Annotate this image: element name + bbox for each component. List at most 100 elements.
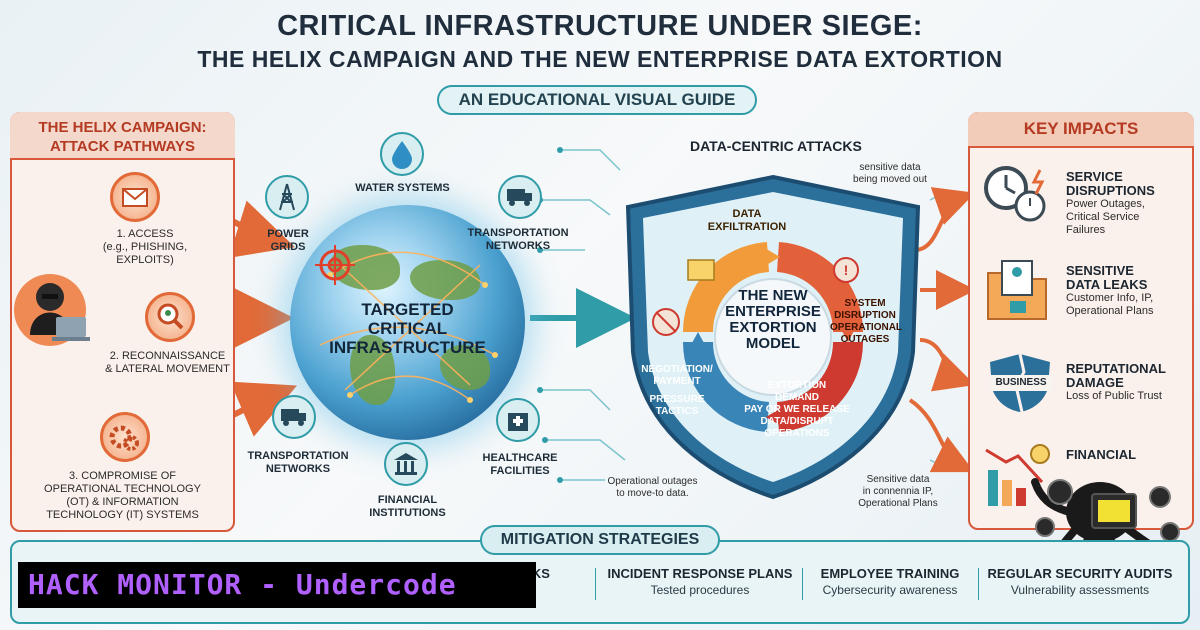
globe-label-line2: CRITICAL [367, 319, 448, 338]
step-compromise: 3. COMPROMISE OF OPERATIONAL TECHNOLOGY … [15, 470, 230, 522]
mitigation-item-employee-training: EMPLOYEE TRAINING Cybersecurity awarenes… [805, 566, 975, 597]
mitigation-audits-sub: Vulnerability assessments [1010, 583, 1150, 597]
gears-icon [100, 412, 150, 462]
stage-exfil-line2: EXFILTRATION [707, 221, 787, 233]
page-title-line2: THE HELIX CAMPAIGN AND THE NEW ENTERPRIS… [197, 46, 1003, 72]
stage-negot-line2: PAYMENT [653, 376, 701, 387]
note-operational-outages: Operational outages to move-to data. [595, 476, 710, 500]
mitigation-item-incident-response: INCIDENT RESPONSE PLANS Tested procedure… [600, 566, 800, 597]
impact-reputation-desc1: Loss of Public Trust [1066, 390, 1162, 402]
mitigation-training-sub: Cybersecurity awareness [822, 583, 958, 597]
globe-graphic [290, 205, 525, 440]
node-transport-bottom-line2: NETWORKS [265, 463, 331, 475]
node-transport-top-line2: NETWORKS [485, 240, 551, 252]
extortion-center-line3: EXTORTION [729, 319, 817, 336]
globe-label: TARGETED CRITICAL INFRASTRUCTURE [300, 300, 515, 357]
stage-disrupt-line3: OPERATIONAL [830, 322, 903, 333]
node-transport-bottom-line1: TRANSPORTATION [247, 450, 349, 462]
power-tower-icon [265, 175, 309, 219]
magnifier-icon [145, 292, 195, 342]
stage-demand-line5: OPERATIONS [764, 428, 830, 439]
mitigation-incident-sub: Tested procedures [650, 583, 750, 597]
step-access-detail: (e.g., PHISHING, [102, 241, 188, 253]
stage-extortion-demand: EXTORTION DEMAND PAY OR WE RELEASE DATA/… [732, 380, 862, 440]
impact-service-desc3: Failures [1066, 224, 1106, 236]
envelope-icon [110, 172, 160, 222]
stage-system-disruption: SYSTEM DISRUPTION OPERATIONAL OUTAGES [830, 298, 903, 346]
note-data-moved-out: sensitive data being moved out [845, 162, 935, 186]
stage-data-exfiltration: DATA EXFILTRATION [702, 208, 792, 234]
node-water-systems: WATER SYSTEMS [355, 182, 450, 194]
stage-exfil-line1: DATA [732, 208, 762, 220]
impact-leaks-title2: DATA LEAKS [1066, 277, 1148, 292]
node-power-grids-line2: GRIDS [270, 241, 306, 253]
note-sensitive-line3: Operational Plans [858, 498, 938, 509]
node-financial-line2: INSTITUTIONS [369, 507, 446, 519]
extortion-center-line2: ENTERPRISE [725, 303, 821, 320]
mitigation-training-title: EMPLOYEE TRAINING [820, 566, 960, 581]
mitigation-item-security-audits: REGULAR SECURITY AUDITS Vulnerability as… [980, 566, 1180, 597]
stage-disrupt-line1: SYSTEM [844, 298, 886, 309]
water-drop-icon [380, 132, 424, 176]
impact-sensitive-data-leaks: SENSITIVE DATA LEAKS Customer Info, IP, … [1066, 264, 1190, 318]
truck-icon [498, 175, 542, 219]
step-compromise-title: 3. COMPROMISE OF [69, 470, 176, 482]
shield-graphic: ! [625, 174, 921, 500]
step-compromise-line4: TECHNOLOGY (IT) SYSTEMS [46, 509, 199, 521]
subtitle-pill: AN EDUCATIONAL VISUAL GUIDE [437, 85, 757, 115]
key-impacts-heading: KEY IMPACTS [968, 112, 1194, 148]
impact-service-title1: SERVICE [1066, 169, 1123, 184]
impact-service-disruptions: SERVICE DISRUPTIONS Power Outages, Criti… [1066, 170, 1190, 237]
attack-pathways-heading-line2: ATTACK PATHWAYS [50, 138, 195, 155]
node-financial-line1: FINANCIAL [377, 494, 438, 506]
step-compromise-line2: OPERATIONAL TECHNOLOGY [44, 483, 201, 495]
note-sensitive-data: Sensitive data in connennia IP, Operatio… [848, 474, 948, 510]
hacker-figure [12, 265, 94, 355]
stage-negot-line3: PRESSURE [649, 394, 705, 405]
globe-network-lines [315, 245, 498, 403]
stage-demand-line4: DATA/DISRUPT [760, 416, 834, 427]
mitigation-incident-title: INCIDENT RESPONSE PLANS [607, 566, 793, 581]
node-healthcare-line2: FACILITIES [490, 465, 550, 477]
mitigation-divider [978, 568, 979, 600]
node-transport-top-line1: TRANSPORTATION [467, 227, 569, 239]
node-transportation-networks-bottom: TRANSPORTATION NETWORKS [238, 450, 358, 476]
extortion-model-center: THE NEW ENTERPRISE EXTORTION MODEL [712, 288, 834, 352]
mitigation-divider [802, 568, 803, 600]
impact-financial-title1: FINANCIAL [1066, 447, 1137, 462]
node-transportation-networks-top: TRANSPORTATION NETWORKS [458, 227, 578, 253]
impact-service-desc2: Critical Service [1066, 211, 1140, 223]
node-power-grids-line1: POWER [267, 228, 309, 240]
step-recon-title: 2. RECONNAISSANCE [109, 350, 226, 362]
impact-leaks-desc1: Customer Info, IP, [1066, 292, 1154, 304]
extortion-center-line1: THE NEW [738, 287, 808, 304]
stage-demand-line1: EXTORTION [767, 380, 827, 391]
declining-chart-icon [985, 444, 1050, 506]
node-financial-institutions: FINANCIAL INSTITUTIONS [355, 494, 460, 520]
node-healthcare-line1: HEALTHCARE [482, 452, 558, 464]
impact-leaks-desc2: Operational Plans [1066, 305, 1154, 317]
hospital-icon [496, 398, 540, 442]
impact-reputation-title1: REPUTATIONAL [1066, 361, 1166, 376]
data-centric-attacks-label: DATA-CENTRIC ATTACKS [690, 138, 862, 154]
page-title: CRITICAL INFRASTRUCTURE UNDER SIEGE: [277, 10, 923, 42]
node-power-grids: POWER GRIDS [258, 228, 318, 254]
hack-monitor-watermark: HACK MONITOR - Undercode [18, 562, 536, 608]
folder-icon [987, 260, 1047, 320]
extortion-center-line4: MODEL [745, 335, 801, 352]
note-op-outages-line2: to move-to data. [616, 488, 689, 499]
mitigation-divider [595, 568, 596, 600]
business-badge: BUSINESS [990, 375, 1052, 391]
stage-negotiation-payment: NEGOTIATION/ PAYMENT PRESSURE TACTICS [636, 364, 718, 418]
impact-leaks-title1: SENSITIVE [1066, 263, 1134, 278]
note-sensitive-line2: in connennia IP, [862, 486, 934, 497]
mitigation-heading: MITIGATION STRATEGIES [480, 525, 720, 555]
note-sensitive-line1: Sensitive data [866, 474, 930, 485]
step-recon-detail: & LATERAL MOVEMENT [105, 363, 230, 375]
stage-negot-line1: NEGOTIATION/ [641, 364, 713, 375]
stage-demand-line3: PAY OR WE RELEASE [744, 404, 850, 415]
svg-text:!: ! [844, 262, 849, 278]
step-reconnaissance: 2. RECONNAISSANCE & LATERAL MOVEMENT [100, 350, 235, 376]
impact-reputational-damage: REPUTATIONAL DAMAGE Loss of Public Trust [1066, 362, 1190, 403]
note-data-moved-out-line2: being moved out [853, 174, 927, 185]
